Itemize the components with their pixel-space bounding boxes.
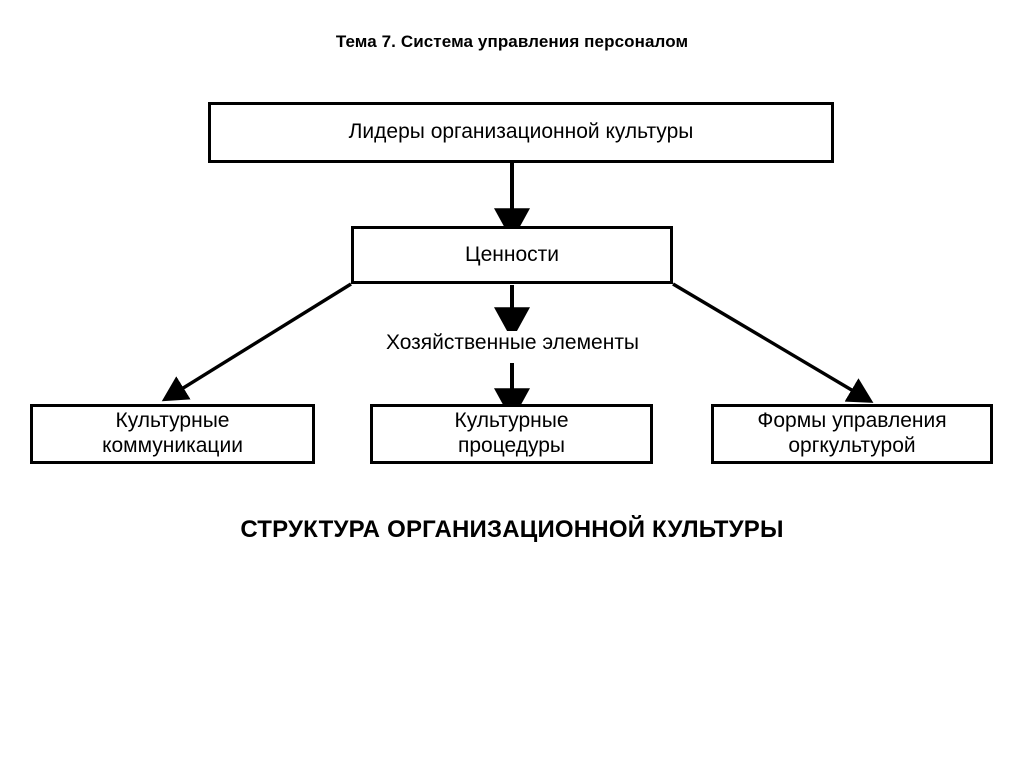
node-forms-of-orgculture-management[interactable]: Формы управления оргкультурой (711, 404, 993, 464)
node-cultural-procedures[interactable]: Культурные процедуры (370, 404, 653, 464)
diagram-caption: СТРУКТУРА ОРГАНИЗАЦИОННОЙ КУЛЬТУРЫ (240, 516, 784, 543)
node-values[interactable]: Ценности (351, 226, 673, 284)
edge-values-to-communications (161, 282, 352, 402)
page-title: Тема 7. Система управления персоналом (335, 32, 689, 51)
node-label: Формы управления оргкультурой (757, 409, 947, 457)
node-label: Культурные процедуры (454, 409, 569, 457)
node-label: Лидеры организационной культуры (348, 120, 694, 144)
label-economic-elements: Хозяйственные элементы (345, 331, 680, 355)
edge-values-to-forms (672, 282, 874, 403)
node-label: Культурные коммуникации (102, 409, 243, 457)
node-leaders-of-organizational-culture[interactable]: Лидеры организационной культуры (208, 102, 834, 163)
node-label: Ценности (465, 242, 559, 266)
node-cultural-communications[interactable]: Культурные коммуникации (30, 404, 315, 464)
